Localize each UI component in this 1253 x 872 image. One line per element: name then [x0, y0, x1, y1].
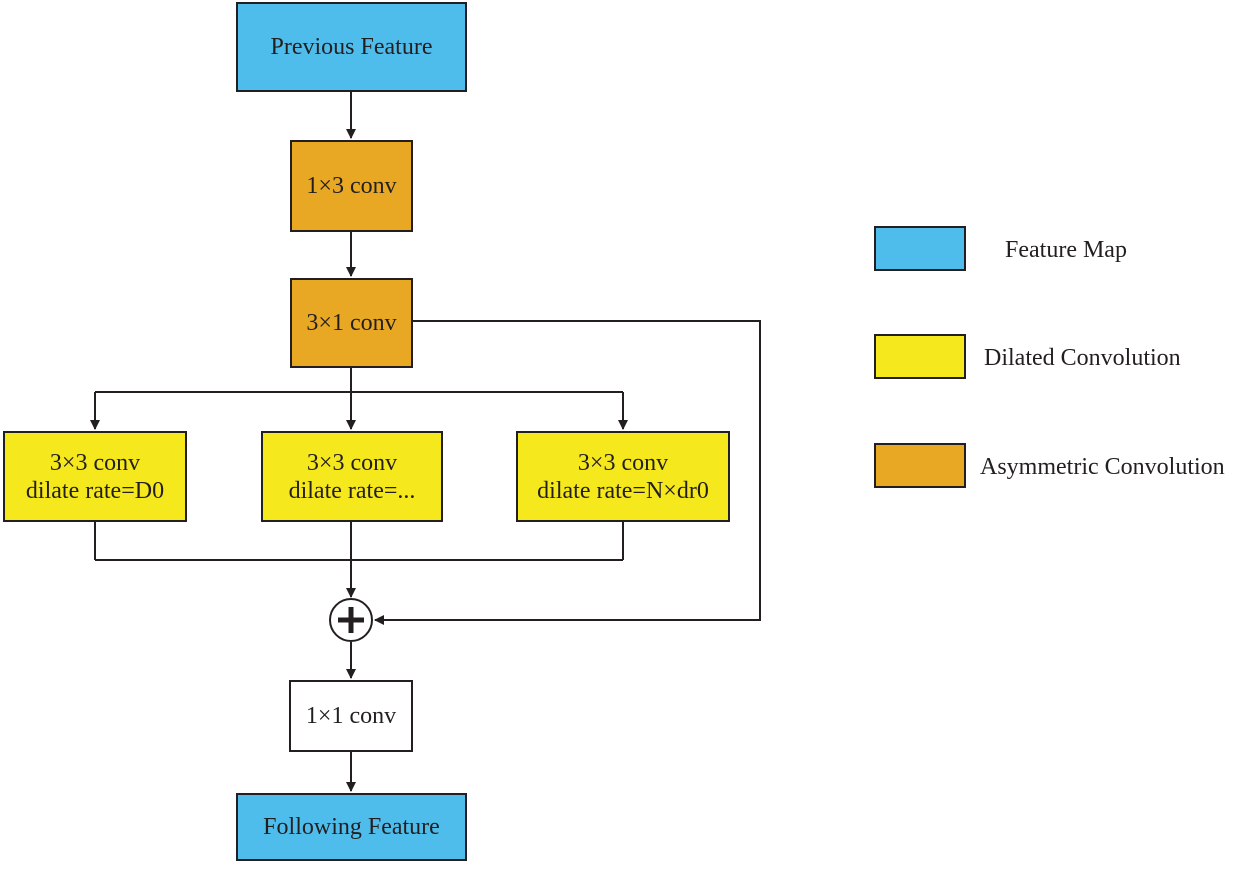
legend-swatch-asymmetric-convolution	[874, 443, 966, 488]
following-feature-box: Following Feature	[236, 793, 467, 861]
dilated-conv-middle-line2: dilate rate=...	[288, 477, 416, 504]
legend-label-dilated-convolution: Dilated Convolution	[984, 345, 1181, 371]
conv-1x3-label: 1×3 conv	[306, 173, 397, 199]
dilated-conv-right-box: 3×3 conv dilate rate=N×dr0	[516, 431, 730, 522]
dilated-conv-left-line2: dilate rate=D0	[25, 477, 165, 504]
dilated-conv-right-line2: dilate rate=N×dr0	[537, 477, 709, 504]
conv-1x1-label: 1×1 conv	[305, 703, 397, 729]
legend-label-asymmetric-convolution: Asymmetric Convolution	[980, 454, 1225, 480]
following-feature-label: Following Feature	[263, 814, 440, 840]
dilated-conv-left-box: 3×3 conv dilate rate=D0	[3, 431, 187, 522]
dilated-conv-right-line1: 3×3 conv	[577, 449, 669, 476]
conv-3x1-box: 3×1 conv	[290, 278, 413, 368]
sum-node	[329, 598, 373, 642]
conv-1x1-box: 1×1 conv	[289, 680, 413, 752]
legend-swatch-dilated-convolution	[874, 334, 966, 379]
dilated-conv-middle-box: 3×3 conv dilate rate=...	[261, 431, 443, 522]
skip-connection-arrow	[374, 320, 761, 625]
conv-1x3-box: 1×3 conv	[290, 140, 413, 232]
conv-3x1-label: 3×1 conv	[306, 310, 397, 336]
dilated-conv-left-line1: 3×3 conv	[49, 449, 141, 476]
legend-swatch-feature-map	[874, 226, 966, 271]
legend-label-feature-map: Feature Map	[1005, 237, 1127, 263]
dilated-conv-middle-line1: 3×3 conv	[306, 449, 398, 476]
previous-feature-label: Previous Feature	[270, 34, 433, 60]
previous-feature-box: Previous Feature	[236, 2, 467, 92]
